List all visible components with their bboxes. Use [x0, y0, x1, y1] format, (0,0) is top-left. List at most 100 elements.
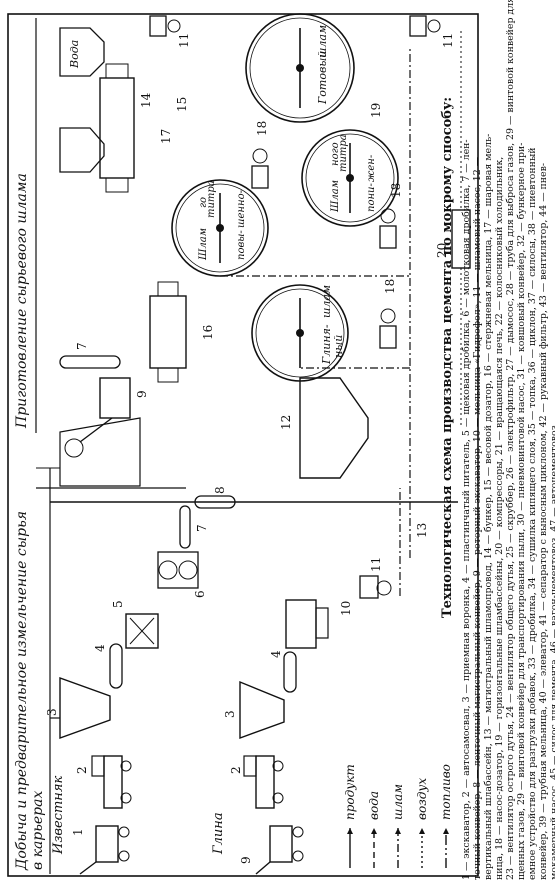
- num-9b: 9: [135, 390, 149, 398]
- num-1: 1: [71, 828, 85, 836]
- truck-2-limestone: [91, 755, 132, 809]
- dosing-pump-18c: [251, 148, 269, 189]
- hopper-3-clay: [239, 680, 285, 739]
- tank4-line2: шлам: [316, 25, 329, 58]
- belt-conveyor-7b: [59, 355, 121, 369]
- truck-2-clay: [243, 755, 284, 809]
- num-3b: 3: [223, 710, 237, 718]
- dosing-pump-18b: [379, 208, 397, 249]
- num-17: 17: [159, 129, 173, 144]
- legend-arrow-icon: [419, 828, 425, 834]
- tank4-line1: Готовый: [316, 51, 329, 105]
- belt-conveyor-7a: [179, 505, 191, 549]
- num-8: 8: [213, 486, 227, 494]
- caption-group: Технологическая схема производства цемен…: [440, 0, 555, 880]
- tank3-line3: жен-: [366, 154, 377, 182]
- tank3-line1: Шлам: [330, 180, 341, 213]
- tank1-line2: ный: [332, 335, 345, 358]
- dosing-pump-18a: [379, 308, 397, 349]
- tank-high-titre: [171, 179, 269, 277]
- tank2-line4: го: [198, 197, 209, 208]
- rod-mill-16: [149, 281, 187, 383]
- slurry-pump-11c: [149, 15, 181, 37]
- rotary-excavator-9: [64, 377, 131, 458]
- slurry-pump-11a: [359, 575, 392, 599]
- tank2-line5: титра: [206, 180, 217, 218]
- tank3-line5: титра: [338, 134, 349, 172]
- outer-frame: [7, 13, 479, 877]
- tank1-line3: шлам: [320, 285, 333, 318]
- figure-title: Технологическая схема производства цемен…: [440, 97, 455, 618]
- num-11c: 11: [177, 33, 191, 48]
- excavator-9-clay: [255, 825, 304, 875]
- num-9a: 9: [239, 856, 253, 864]
- tank-ready-slurry: [245, 13, 355, 123]
- jaw-crusher-5: [125, 613, 159, 649]
- hammer-crusher-6: [157, 551, 199, 589]
- num-11b: 11: [441, 33, 455, 48]
- material-pile: [59, 417, 141, 487]
- caption-line: емное устройство для разгрузки добавок, …: [527, 147, 538, 880]
- tank2-line3: шенно-: [236, 189, 247, 228]
- num-7a: 7: [195, 524, 209, 532]
- num-7b: 7: [75, 342, 89, 350]
- num-13: 13: [415, 523, 429, 538]
- caption-line: 1 — экскаватор, 2 — автосамосвал, 3 — пр…: [461, 139, 472, 880]
- legend-label: вода: [367, 791, 381, 820]
- tank3-line4: ного: [330, 142, 341, 166]
- hydrofol-mill-10: [285, 599, 329, 649]
- num-2b: 2: [229, 766, 243, 774]
- legend-arrow-icon: [371, 828, 377, 834]
- bunker-14b: [59, 27, 105, 77]
- num-18a: 18: [383, 279, 397, 294]
- num-16: 16: [201, 325, 215, 340]
- num-14: 14: [139, 92, 153, 108]
- caption-line: ница, 18 — насос-дозатор, 19 — горизонта…: [494, 157, 505, 880]
- caption-line: точный конвейер, 8 — ленточный магистрал…: [472, 157, 483, 880]
- num-19: 19: [369, 103, 383, 118]
- drawing-group: Добыча и предварительное измельчение сыр…: [7, 13, 479, 877]
- tank2-line2: повы-: [236, 230, 247, 260]
- label-water-tank: Вода: [68, 40, 81, 69]
- tank3-line2: пони-: [366, 183, 377, 212]
- hopper-3: [59, 677, 111, 739]
- legend-label: шлам: [391, 784, 405, 820]
- legend-arrow-icon: [443, 828, 449, 834]
- num-3a: 3: [45, 708, 59, 716]
- tank-low-titre: [301, 129, 399, 227]
- legend-label: воздух: [415, 778, 429, 820]
- num-20: 20: [435, 243, 449, 258]
- num-18b: 18: [389, 183, 403, 198]
- ball-mill-17: [99, 63, 135, 193]
- section-right-title: Приготовление сырьевого шлама: [14, 173, 30, 429]
- feeder-4-clay: [283, 651, 297, 693]
- num-4b: 4: [269, 650, 283, 658]
- caption-line: мокамерный насос, 45 — силос для цемента…: [549, 425, 555, 880]
- vertical-slurry-basin-12: [299, 377, 369, 479]
- label-clay: Глина: [211, 812, 226, 855]
- tank-clay-slurry: [251, 284, 349, 382]
- num-5: 5: [111, 600, 125, 608]
- feeder-4: [109, 643, 123, 689]
- legend-arrow-icon: [347, 828, 353, 834]
- section-left-line2: в карьерах: [30, 791, 46, 870]
- slurry-pump-11b: [409, 15, 441, 37]
- bunker-14a: [59, 127, 105, 173]
- num-2a: 2: [75, 766, 89, 774]
- section-left-line1: Добыча и предварительное измельчение сыр…: [14, 511, 30, 871]
- label-limestone: Известняк: [51, 776, 66, 855]
- caption-line: 23 — вентилятор острого дутья, 24 — вент…: [505, 0, 516, 880]
- caption-line: щенных газов, 29 — винтовой конвейер для…: [516, 143, 527, 880]
- caption-lines: 1 — экскаватор, 2 — автосамосвал, 3 — пр…: [461, 0, 555, 880]
- tank2-line1: Шлам: [198, 228, 209, 261]
- num-6: 6: [193, 590, 207, 598]
- num-11a: 11: [369, 557, 383, 572]
- excavator-1-limestone: [79, 825, 130, 875]
- main-conveyor-8-roller: [194, 495, 236, 509]
- tank1-line1: Глиня-: [320, 324, 333, 365]
- num-18c: 18: [255, 121, 269, 136]
- num-4a: 4: [93, 644, 107, 652]
